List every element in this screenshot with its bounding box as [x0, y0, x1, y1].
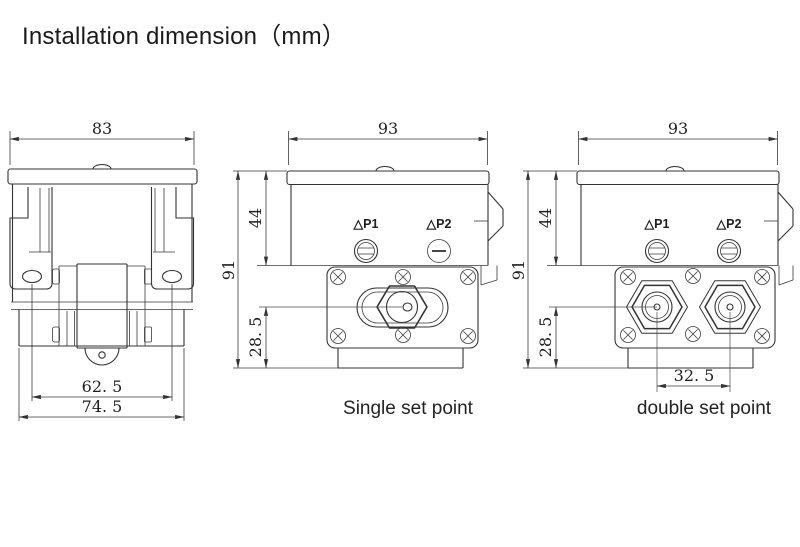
side-notch [777, 191, 794, 242]
port-p2-label: △P2 [426, 217, 452, 231]
adjustment-screw-p2 [716, 238, 742, 264]
side-view-width-dimension: 83 [9, 119, 195, 165]
port-hole [726, 303, 734, 311]
dim-width-83: 83 [92, 119, 112, 138]
single-set-point-caption: Single set point [343, 398, 474, 419]
mounting-hole-right [161, 269, 183, 284]
nut-right-bottom [144, 326, 152, 343]
central-block [52, 263, 152, 366]
body-outline [290, 184, 489, 266]
dim-upper-height: 44 [536, 208, 555, 228]
bolt-left-bottom [52, 326, 60, 343]
dim-total-height: 91 [509, 260, 528, 280]
dim-width-93: 93 [378, 119, 398, 138]
bottom-tab [84, 347, 120, 366]
side-notch [487, 191, 504, 242]
bolt-left-top [52, 268, 60, 285]
plate-screws [330, 269, 476, 344]
top-cap [7, 168, 198, 185]
dim-width-93: 93 [668, 119, 688, 138]
dim-port-offset: 28. 5 [536, 317, 555, 358]
double-set-point-caption: double set point [637, 398, 772, 419]
flange-plate-lines [11, 301, 193, 310]
pressure-port-fitting [356, 285, 449, 329]
dim-upper-height: 44 [246, 208, 265, 228]
single-set-point-drawing: 93 △P1 △P2 [219, 119, 504, 419]
cap-bump [375, 165, 395, 172]
adjustment-screw-p1 [644, 238, 670, 264]
hex-nut [376, 285, 428, 329]
dim-total-height: 91 [219, 260, 238, 280]
top-cap [286, 170, 490, 186]
cap-bump [92, 163, 112, 170]
dim-port-offset: 28. 5 [246, 317, 265, 358]
single-width-dimension: 93 [288, 119, 488, 165]
port-p1-label: △P1 [353, 217, 379, 231]
plate-screws [620, 268, 770, 344]
port-p1-label: △P1 [644, 217, 670, 231]
connection-plate [614, 266, 776, 349]
lower-block [627, 348, 754, 369]
side-view-drawing: 83 [7, 119, 198, 421]
hex-nut [704, 284, 756, 330]
port-hole [402, 302, 413, 312]
dim-port-spacing: 32. 5 [674, 366, 715, 385]
top-cap [576, 170, 780, 186]
left-yoke-bracket [9, 187, 53, 290]
side-view-bottom-dimensions: 62. 5 74. 5 [18, 284, 185, 421]
hex-nut [631, 284, 683, 330]
tab-hole [98, 351, 106, 359]
dim-hole-spacing: 62. 5 [82, 377, 123, 396]
port-spacing-dimension: 32. 5 [656, 312, 731, 392]
lower-casing [18, 309, 185, 347]
port-p2-label: △P2 [716, 217, 742, 231]
blank-port-p2 [427, 239, 451, 263]
right-yoke-bracket [150, 187, 195, 290]
nut-right-top [144, 268, 152, 285]
double-height-dimensions: 91 44 28. 5 [509, 170, 628, 369]
connection-plate [326, 266, 479, 349]
body-outline [11, 184, 193, 302]
body-outline [580, 184, 779, 266]
single-height-dimensions: 91 44 28. 5 [219, 170, 338, 369]
cap-bump [665, 165, 685, 172]
double-set-point-drawing: 93 △P1 △P2 [509, 119, 794, 419]
side-tab [480, 265, 498, 286]
dim-overall-width: 74. 5 [82, 397, 123, 416]
page-title: Installation dimension（mm） [22, 23, 346, 50]
adjustment-screw-p1 [353, 238, 379, 264]
double-width-dimension: 93 [578, 119, 778, 165]
mounting-hole-left [21, 269, 43, 284]
lower-block [337, 348, 464, 369]
side-tab [778, 265, 794, 286]
